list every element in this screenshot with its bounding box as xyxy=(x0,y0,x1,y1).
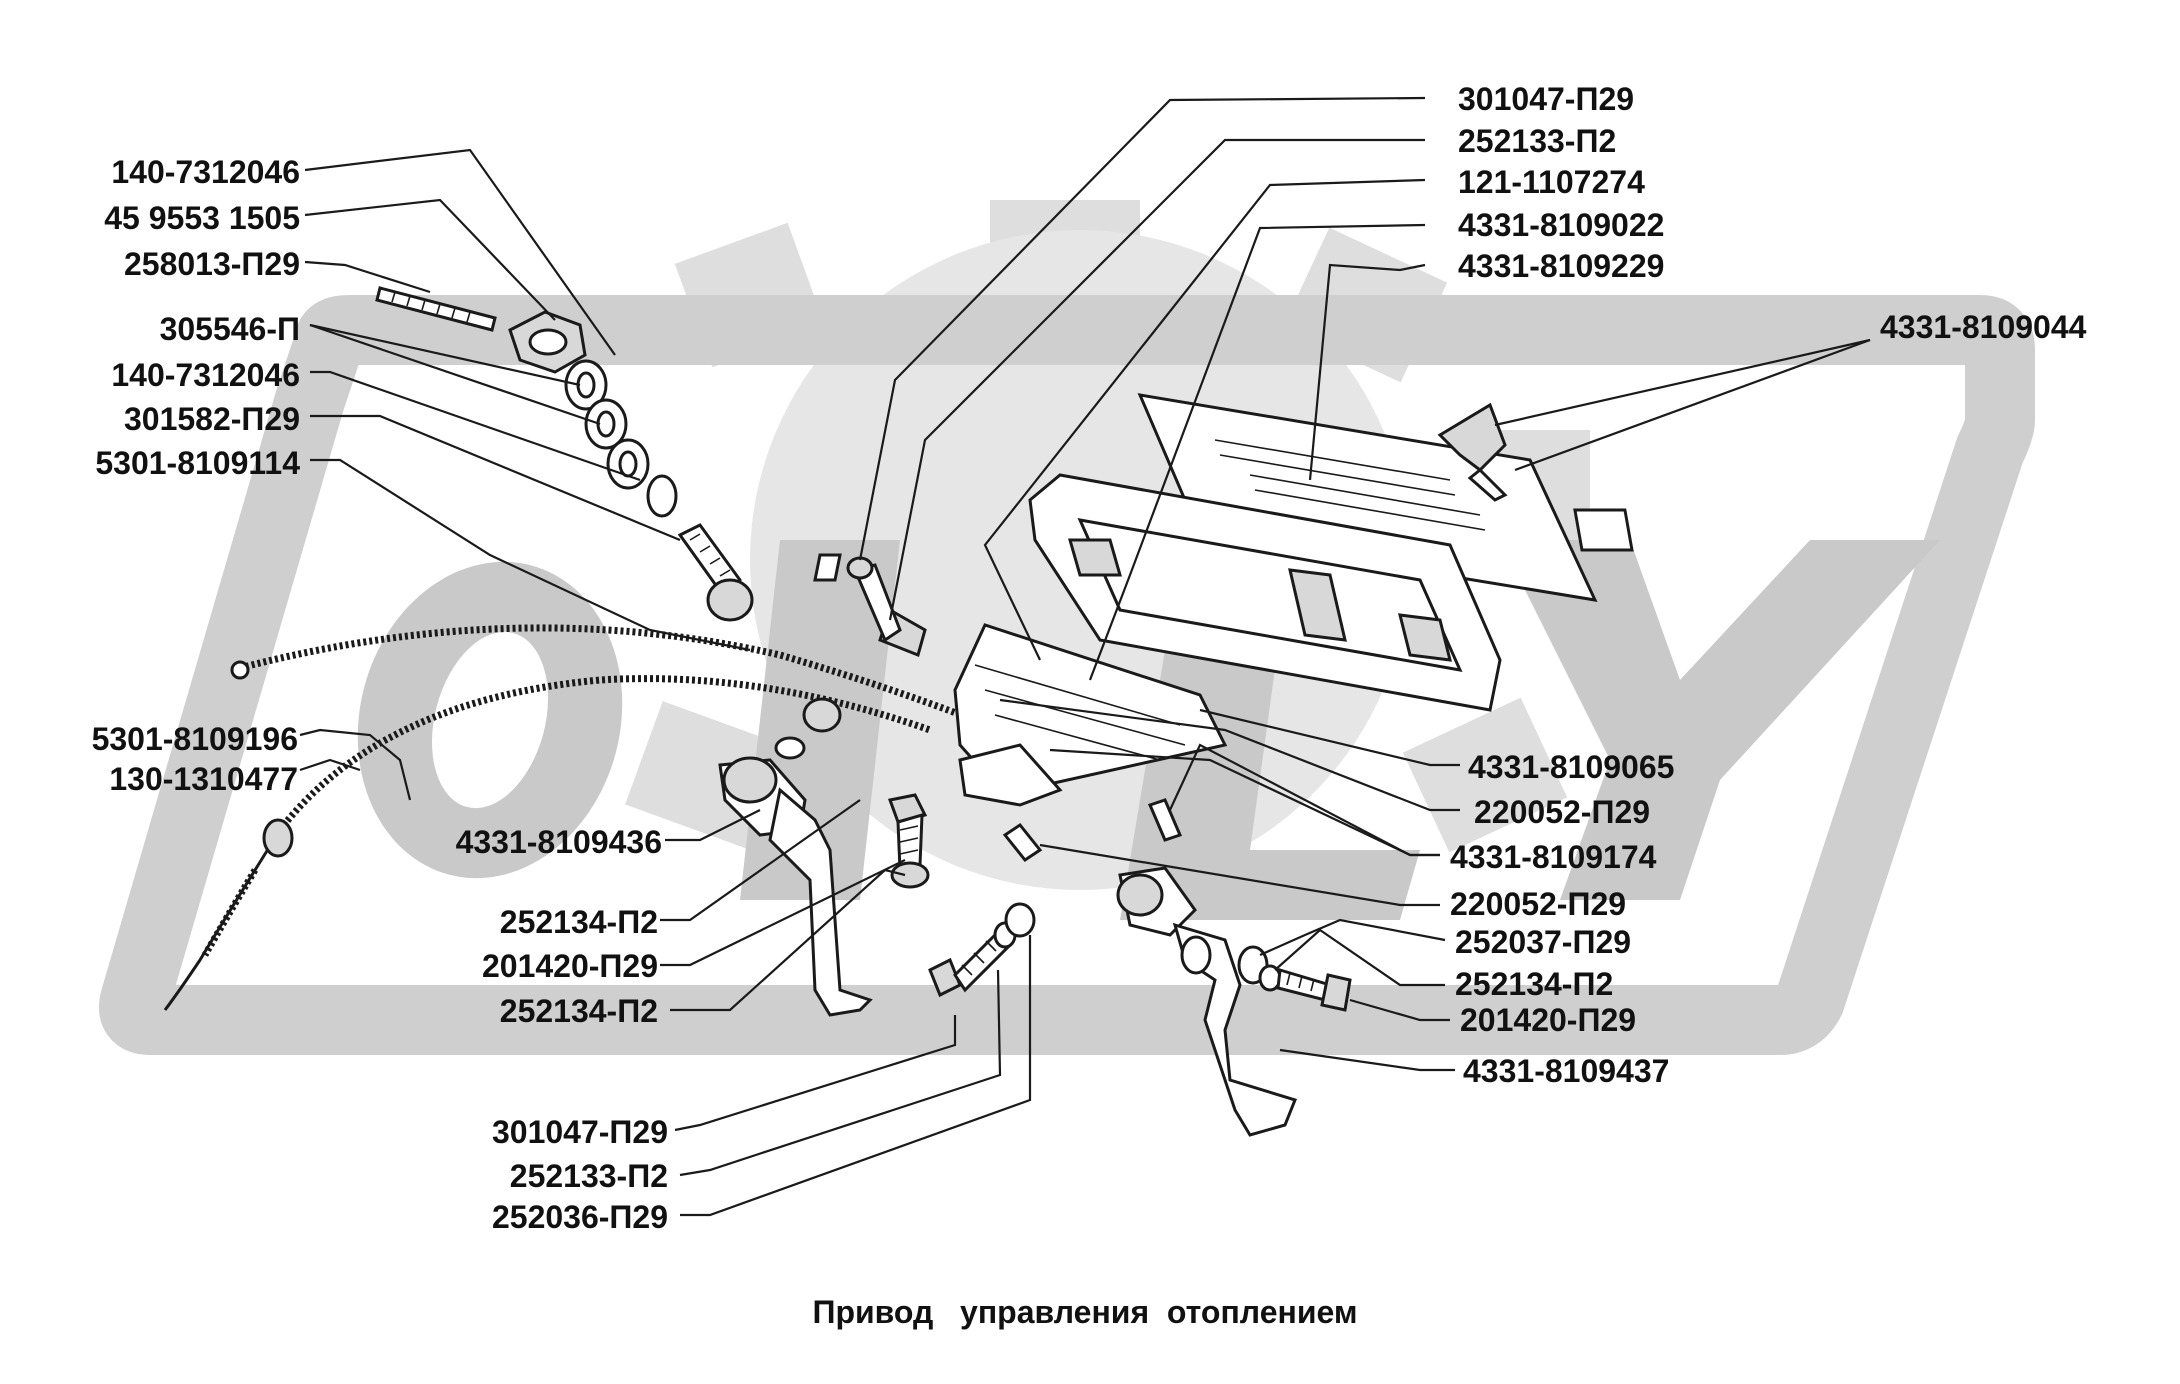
label-4331-8109065: 4331-8109065 xyxy=(1468,749,1674,785)
leader-lines xyxy=(299,96,1871,1217)
bracket-4331-8109437 xyxy=(1116,866,1297,1137)
label-5301-8109114: 5301-8109114 xyxy=(95,445,300,481)
label-252036-p29: 252036-П29 xyxy=(492,1199,668,1235)
clip-4331-8109044 xyxy=(1437,402,1508,502)
label-220052-p29-b: 220052-П29 xyxy=(1450,886,1626,922)
label-252133-p2-upper: 252133-П2 xyxy=(1458,123,1616,159)
label-252037-p29: 252037-П29 xyxy=(1455,924,1631,960)
label-305546-p: 305546-П xyxy=(160,311,300,347)
washers-305546 xyxy=(564,359,678,518)
label-201420-p29: 201420-П29 xyxy=(482,948,658,984)
bolt-301047-lower xyxy=(928,902,1036,998)
label-140-7312046-a: 140-7312046 xyxy=(111,154,300,190)
label-252134-p2-a: 252134-П2 xyxy=(500,904,658,940)
label-4331-8109174: 4331-8109174 xyxy=(1450,839,1657,875)
label-4331-8109436: 4331-8109436 xyxy=(456,824,662,860)
bolt-258013 xyxy=(375,286,497,332)
cable-5301-8109196 xyxy=(163,675,932,1011)
screw-220052 xyxy=(1002,798,1183,863)
label-252134-p2-b: 252134-П2 xyxy=(500,993,658,1029)
label-45-9553-1505: 45 9553 1505 xyxy=(104,200,300,236)
label-301047-p29-lower: 301047-П29 xyxy=(492,1114,668,1150)
label-252134-p2-right: 252134-П2 xyxy=(1455,966,1613,1002)
cable-5301-8109114 xyxy=(230,624,1002,734)
bolt-201420-right xyxy=(1237,945,1352,1012)
labels-left: 140-7312046 45 9553 1505 258013-П29 3055… xyxy=(92,154,668,1235)
label-301582-p29: 301582-П29 xyxy=(124,401,300,437)
label-4331-8109437: 4331-8109437 xyxy=(1463,1053,1669,1089)
label-252133-p2-lower: 252133-П2 xyxy=(510,1158,668,1194)
label-5301-8109196: 5301-8109196 xyxy=(92,721,298,757)
label-130-1310477: 130-1310477 xyxy=(109,761,298,797)
screw-301047-upper xyxy=(846,556,902,643)
diagram-caption: Привод управления отоплением xyxy=(812,1294,1357,1330)
watermark-frame xyxy=(99,295,2035,1055)
label-201420-p29-right: 201420-П29 xyxy=(1460,1002,1636,1038)
labels-right: 301047-П29 252133-П2 121-1107274 4331-81… xyxy=(1450,81,2087,1089)
label-4331-8109022: 4331-8109022 xyxy=(1458,207,1664,243)
watermark-logo xyxy=(99,200,2035,1055)
label-258013-p29: 258013-П29 xyxy=(124,246,300,282)
bolt-301582 xyxy=(677,523,754,622)
label-121-1107274: 121-1107274 xyxy=(1458,164,1645,200)
castle-nut xyxy=(508,310,587,374)
label-301047-p29-upper: 301047-П29 xyxy=(1458,81,1634,117)
label-140-7312046-b: 140-7312046 xyxy=(111,357,300,393)
bolt-201420-left xyxy=(887,793,930,889)
cover-plate-4331-8109229 xyxy=(1137,393,1634,602)
label-4331-8109229: 4331-8109229 xyxy=(1458,248,1664,284)
frame-4331-8109022 xyxy=(1028,473,1502,712)
label-220052-p29-a: 220052-П29 xyxy=(1474,794,1650,830)
label-4331-8109044: 4331-8109044 xyxy=(1880,309,2087,345)
